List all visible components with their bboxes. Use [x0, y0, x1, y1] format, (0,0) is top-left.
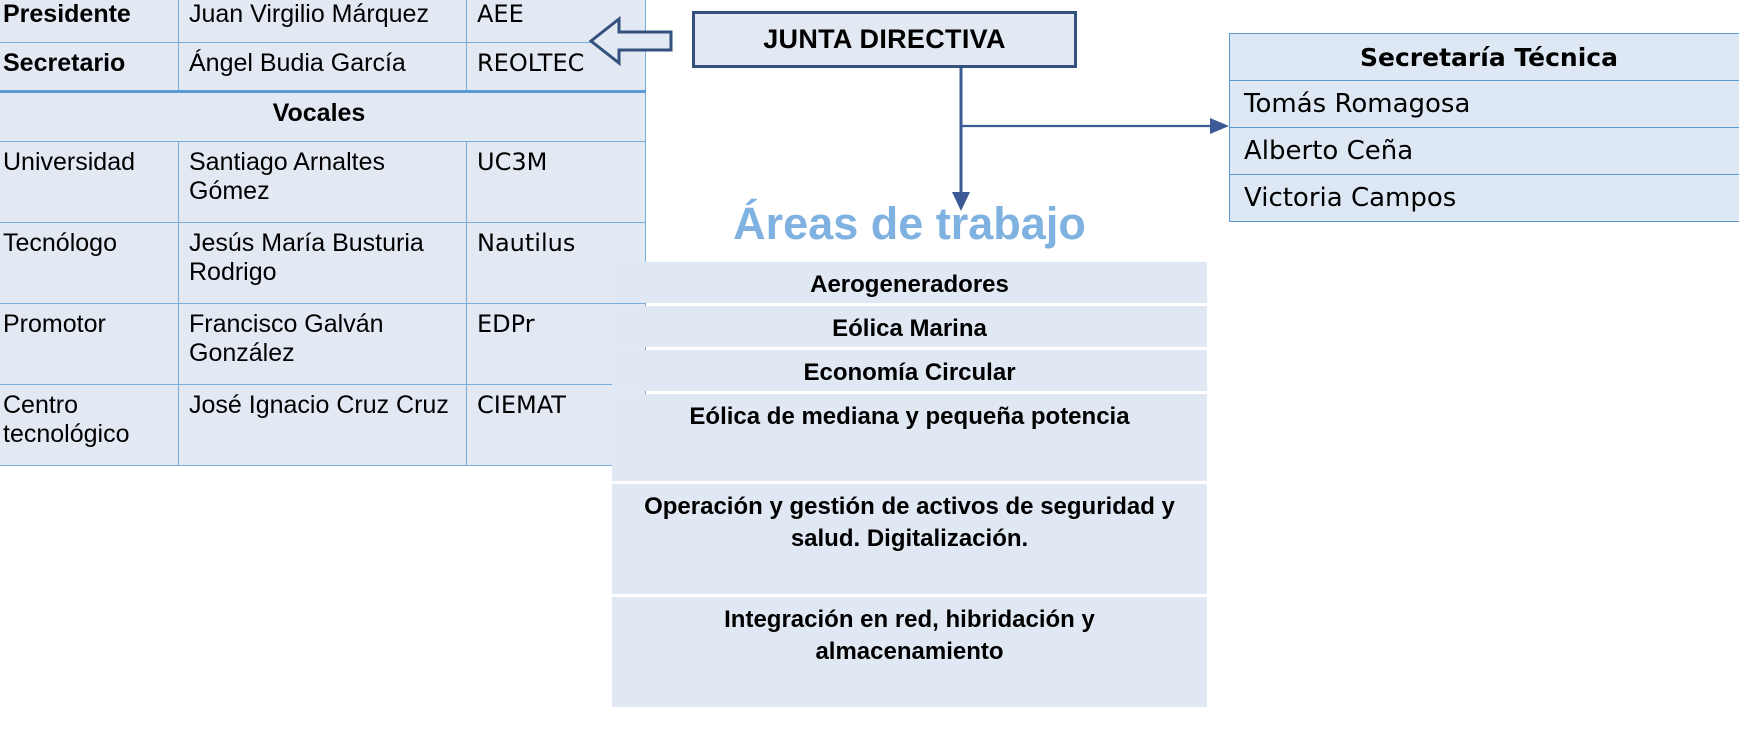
list-item: Aerogeneradores — [612, 262, 1207, 303]
cell-name: Santiago Arnaltes Gómez — [178, 140, 467, 223]
cell-role: Centro tecnológico — [0, 383, 179, 466]
cell-role: Tecnólogo — [0, 221, 179, 304]
cell-role: Presidente — [0, 0, 179, 43]
cell-name: Jesús María Busturia Rodrigo — [178, 221, 467, 304]
secretaria-member: Alberto Ceña — [1229, 127, 1739, 175]
left-arrow-icon — [588, 16, 673, 66]
areas-de-trabajo-list: Aerogeneradores Eólica Marina Economía C… — [612, 262, 1207, 710]
table-row: Victoria Campos — [1229, 174, 1739, 222]
table-row: Promotor Francisco Galván González EDPr — [0, 302, 646, 385]
list-item: Operación y gestión de activos de seguri… — [612, 484, 1207, 594]
table-row: Universidad Santiago Arnaltes Gómez UC3M — [0, 140, 646, 223]
list-item: Eólica Marina — [612, 306, 1207, 347]
secretaria-header: Secretaría Técnica — [1229, 33, 1739, 81]
cell-name: Francisco Galván González — [178, 302, 467, 385]
junta-directiva-box: JUNTA DIRECTIVA — [692, 11, 1077, 68]
secretaria-tecnica-table: Secretaría Técnica Tomás Romagosa Albert… — [1229, 33, 1739, 222]
cell-name: José Ignacio Cruz Cruz — [178, 383, 467, 466]
secretaria-member: Victoria Campos — [1229, 174, 1739, 222]
secretaria-header-row: Secretaría Técnica — [1229, 33, 1739, 81]
table-row: Alberto Ceña — [1229, 127, 1739, 175]
junta-directiva-members-table: Presidente Juan Virgilio Márquez AEE Sec… — [0, 0, 646, 466]
list-item: Eólica de mediana y pequeña potencia — [612, 394, 1207, 481]
cell-name: Juan Virgilio Márquez — [178, 0, 467, 43]
table-row: Secretario Ángel Budia García REOLTEC — [0, 41, 646, 93]
cell-role: Promotor — [0, 302, 179, 385]
junta-directiva-title: JUNTA DIRECTIVA — [763, 24, 1006, 54]
table-row: Presidente Juan Virgilio Márquez AEE — [0, 0, 646, 43]
table-row: Tecnólogo Jesús María Busturia Rodrigo N… — [0, 221, 646, 304]
table-row: Tomás Romagosa — [1229, 80, 1739, 128]
table-row: Centro tecnológico José Ignacio Cruz Cru… — [0, 383, 646, 466]
arrowhead-right-icon — [1210, 118, 1229, 134]
list-item: Integración en red, hibridación y almace… — [612, 597, 1207, 707]
section-header-vocales: Vocales — [0, 91, 646, 142]
cell-name: Ángel Budia García — [178, 41, 467, 93]
secretaria-member: Tomás Romagosa — [1229, 80, 1739, 128]
cell-org: UC3M — [466, 140, 646, 223]
table-section-header-row: Vocales — [0, 91, 646, 142]
areas-de-trabajo-title: Áreas de trabajo — [733, 198, 1086, 249]
cell-role: Secretario — [0, 41, 179, 93]
cell-role: Universidad — [0, 140, 179, 223]
list-item: Economía Circular — [612, 350, 1207, 391]
